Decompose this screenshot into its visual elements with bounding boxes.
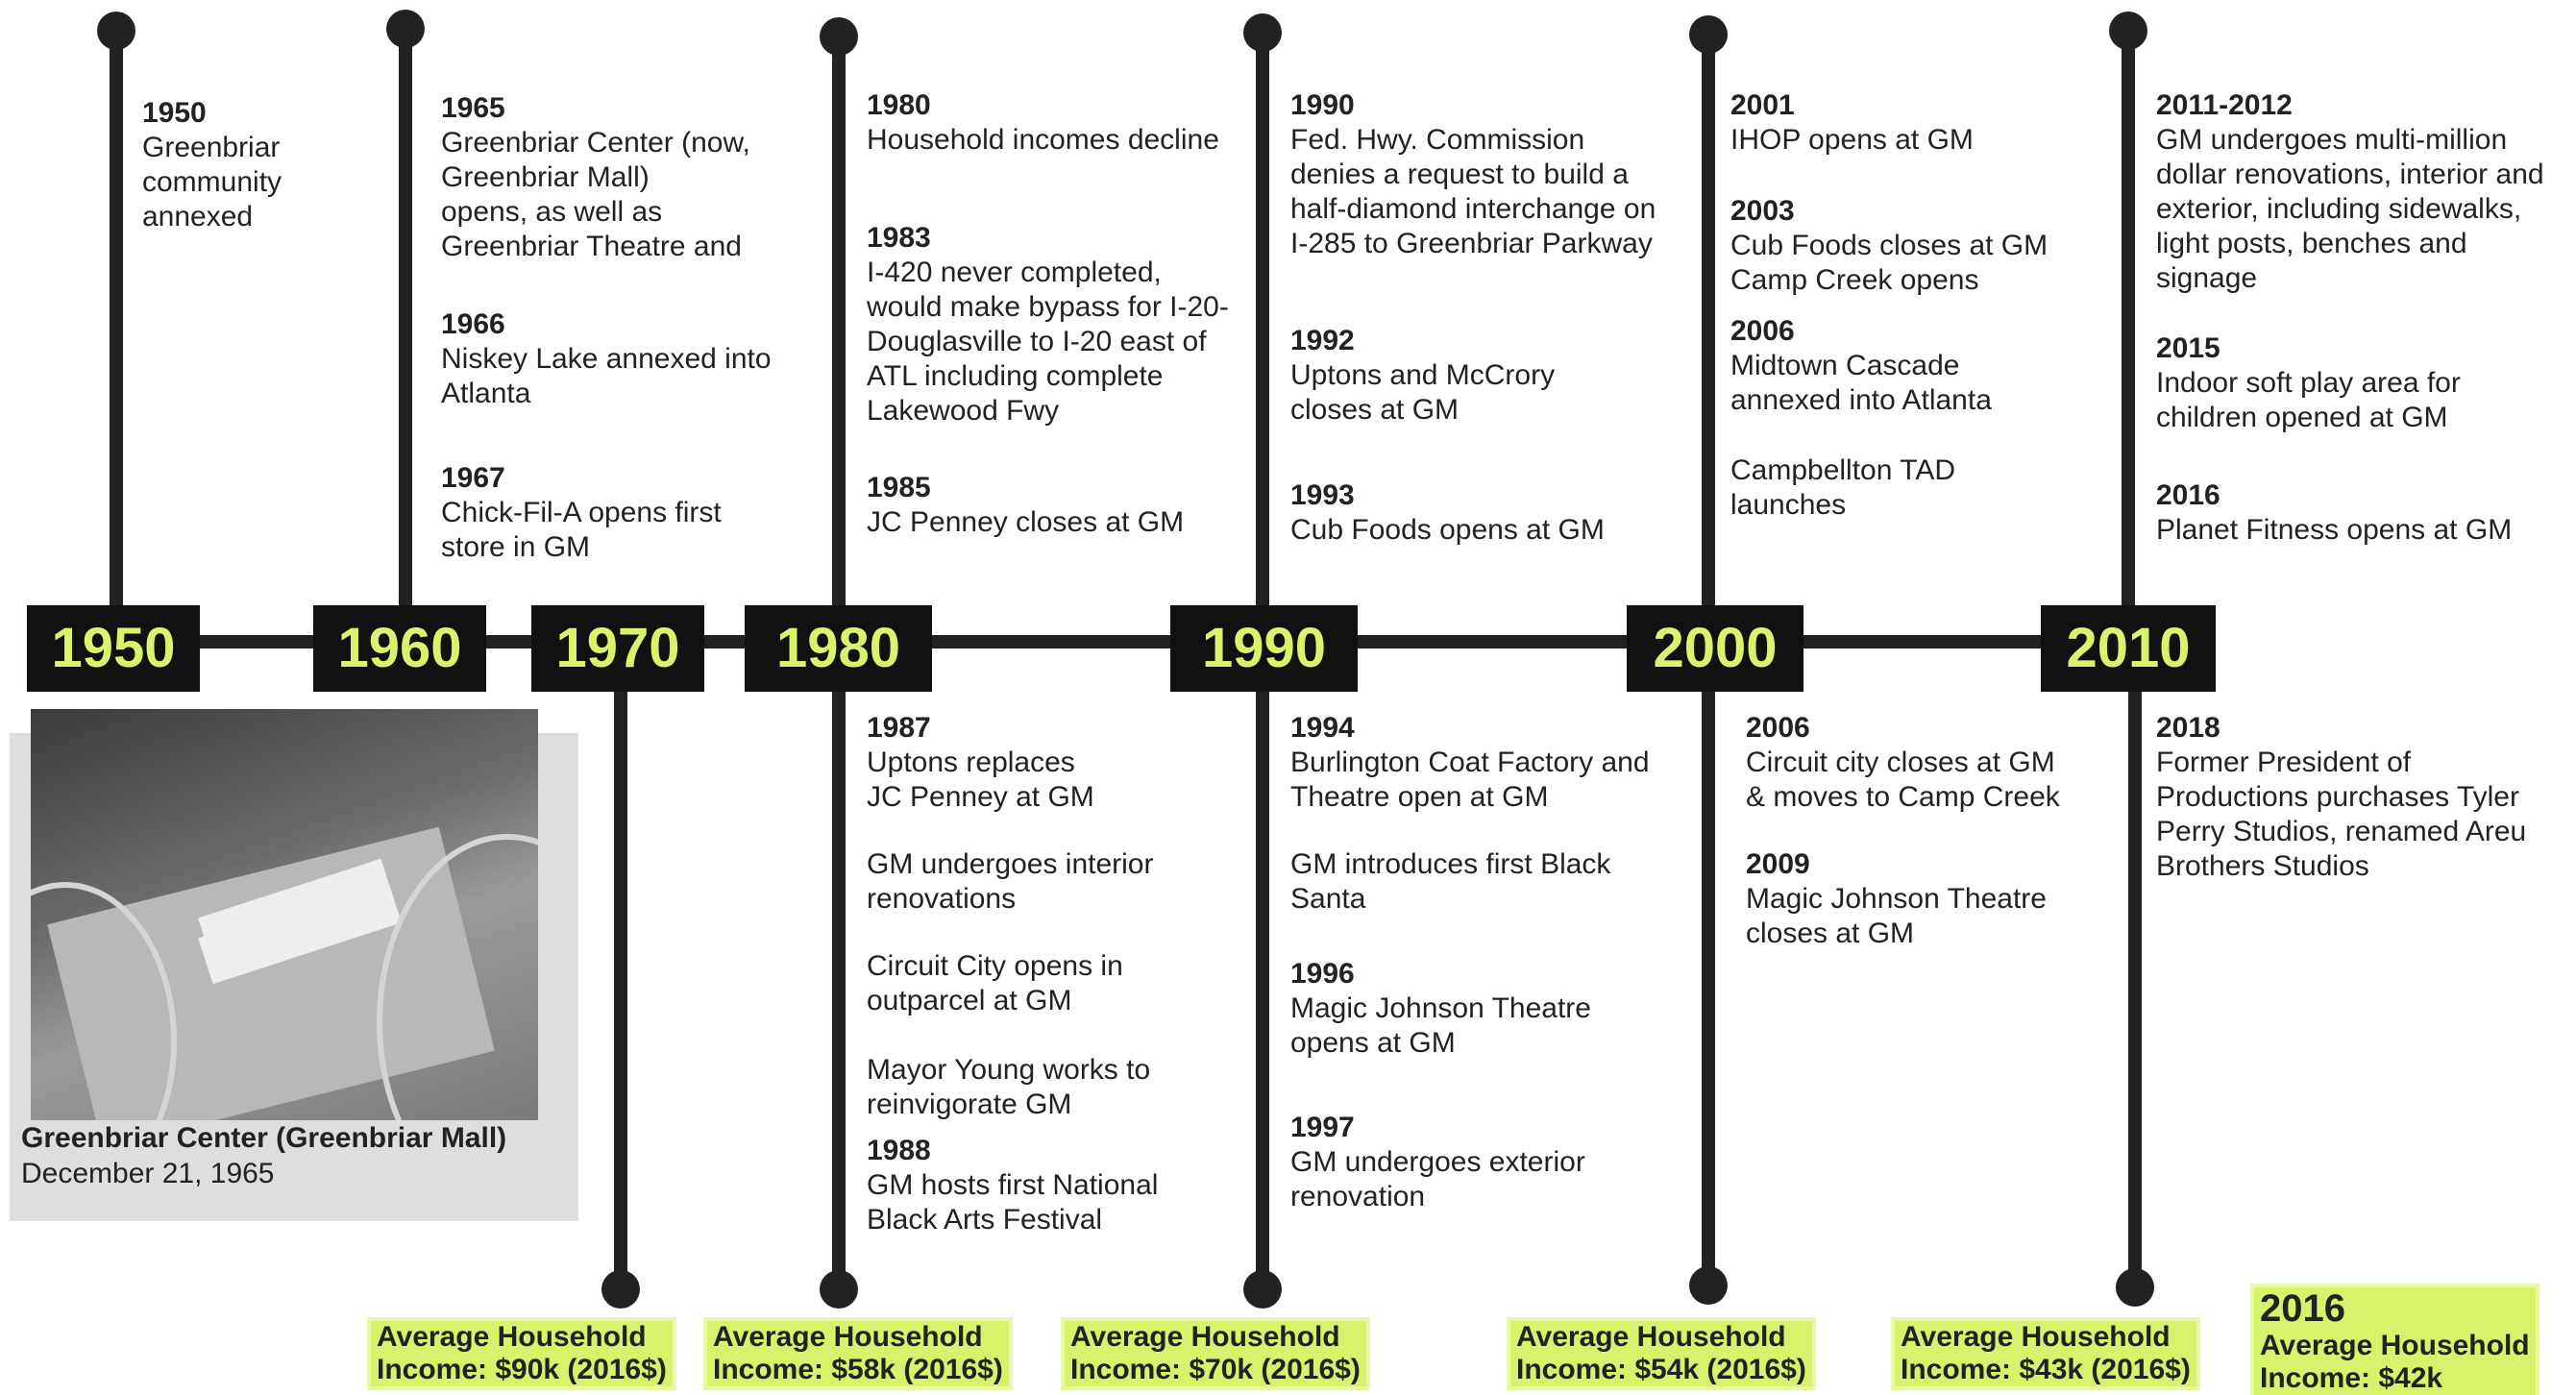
stem-1980-down — [832, 644, 846, 1287]
stem-knob — [1243, 1270, 1282, 1309]
event-entry: Circuit City opens in outparcel at GM — [867, 950, 1123, 1016]
decade-label: 2000 — [1627, 605, 1803, 692]
event-entry: Mayor Young works to reinvigorate GM — [867, 1054, 1151, 1120]
decade-label: 1950 — [27, 605, 200, 692]
aerial-mall-photo — [31, 709, 538, 1120]
stem-knob — [820, 1270, 858, 1309]
stem-knob — [820, 17, 858, 56]
event-entry: GM introduces first Black Santa — [1290, 848, 1611, 915]
photo-caption-date: December 21, 1965 — [21, 1158, 275, 1189]
stem-knob — [2116, 1268, 2154, 1307]
stem-knob — [386, 10, 425, 48]
stem-knob — [97, 12, 135, 50]
stem-knob — [601, 1270, 640, 1309]
stem-knob — [1689, 1266, 1728, 1305]
decade-label: 2010 — [2041, 605, 2216, 692]
stem-1990-up — [1256, 29, 1269, 644]
event-entry: Campbellton TAD launches — [1730, 454, 1955, 521]
decade-label: 1990 — [1170, 605, 1358, 692]
decade-label: 1980 — [745, 605, 932, 692]
decade-label: 1960 — [313, 605, 486, 692]
decade-label: 1970 — [531, 605, 704, 692]
stem-1950-up — [110, 29, 123, 644]
stem-1970-down — [614, 644, 627, 1287]
stem-2000-up — [1702, 29, 1715, 644]
stem-knob — [2109, 12, 2147, 50]
stem-2010-down — [2128, 644, 2142, 1287]
stem-1990-down — [1256, 644, 1269, 1287]
event-entry: GM undergoes interior renovations — [867, 848, 1154, 915]
stem-knob — [1243, 13, 1282, 52]
stem-knob — [1689, 15, 1728, 54]
stem-1980-up — [832, 29, 846, 644]
photo-caption-title: Greenbriar Center (Greenbriar Mall) — [21, 1122, 507, 1154]
stem-2000-down — [1702, 644, 1715, 1287]
stem-2010-up — [2122, 29, 2135, 644]
stem-1960-up — [399, 29, 412, 644]
